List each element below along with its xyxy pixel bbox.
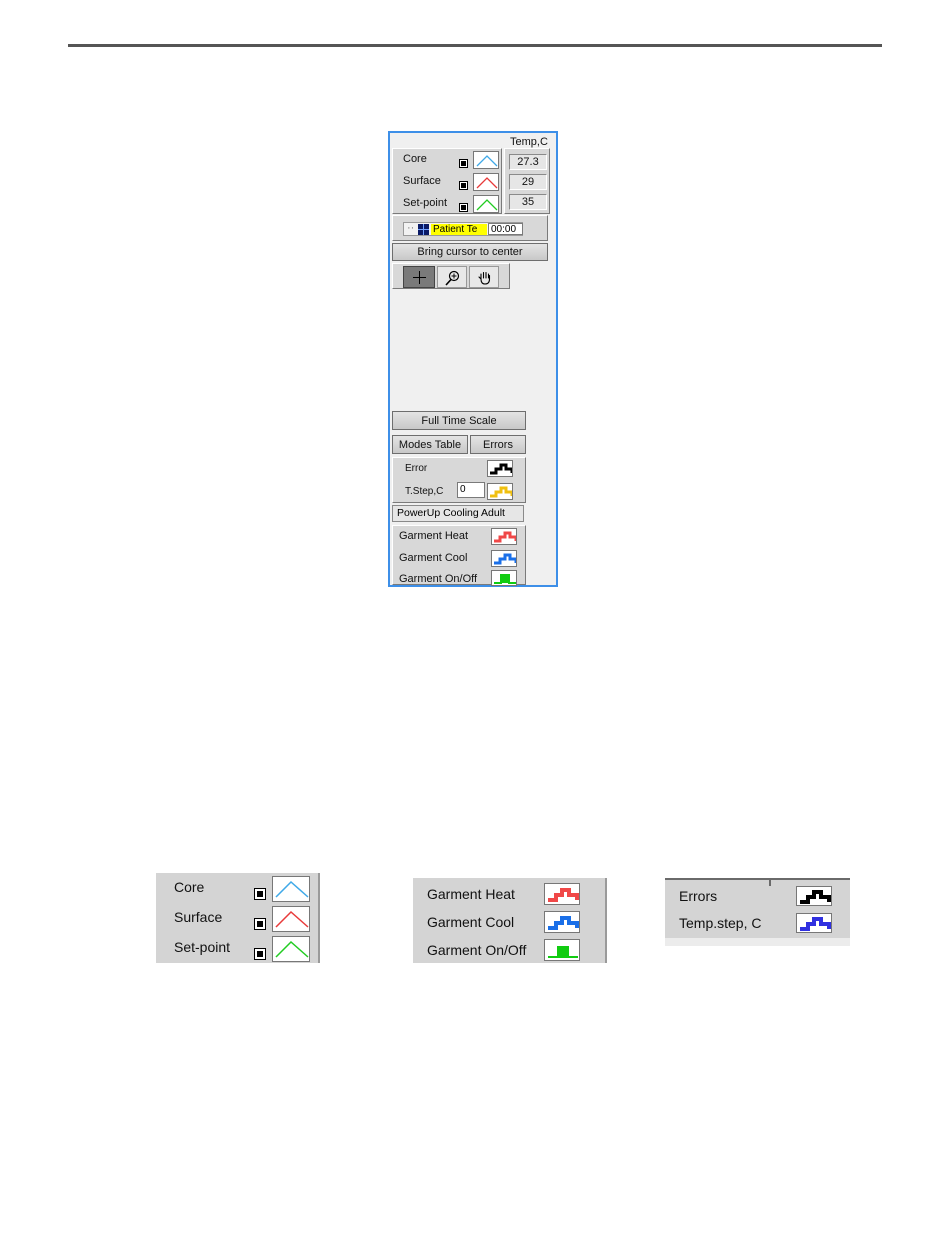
surface-plot-style-swatch[interactable] [473, 173, 499, 191]
zoom-tool-button[interactable] [437, 266, 467, 288]
error-label: Error [405, 463, 427, 474]
cursor-legend: ·· Patient Te 00:00 [392, 215, 548, 241]
core-visible-checkbox[interactable] [459, 159, 468, 168]
surface-line-swatch[interactable] [272, 906, 310, 932]
setpoint-line-swatch[interactable] [272, 936, 310, 962]
plot-label-setpoint: Set-point [403, 197, 447, 209]
cursor-name[interactable]: Patient Te [431, 224, 487, 235]
error-legend: Error T.Step,C 0 [392, 457, 526, 503]
garment-cool-label: Garment Cool [399, 552, 467, 564]
crosshair-tool-button[interactable] [403, 266, 435, 288]
garment-cool-swatch[interactable] [491, 550, 517, 567]
surface-checkbox[interactable] [254, 918, 266, 930]
full-time-scale-button[interactable]: Full Time Scale [392, 411, 526, 430]
modes-table-button[interactable]: Modes Table [392, 435, 468, 454]
garment-heat-label: Garment Heat [399, 530, 468, 542]
garment-legend-closeup: Garment Heat Garment Cool Garment On/Off [413, 878, 607, 963]
value-column: 27.3 29 35 [504, 148, 550, 214]
garment-cool-closeup-swatch[interactable] [544, 911, 580, 933]
garment-onoff-closeup-label: Garment On/Off [427, 942, 526, 958]
surface-value: 29 [509, 174, 547, 190]
errors-button[interactable]: Errors [470, 435, 526, 454]
setpoint-plot-style-swatch[interactable] [473, 195, 499, 213]
setpoint-visible-checkbox[interactable] [459, 203, 468, 212]
garment-onoff-closeup-swatch[interactable] [544, 939, 580, 961]
temp-header: Temp,C [510, 136, 548, 148]
legend-bottom-edge [665, 938, 850, 946]
errors-legend-closeup: Errors Temp.step, C [665, 878, 850, 946]
cursor-style-icon[interactable] [418, 224, 429, 235]
cursor-time-field[interactable]: 00:00 [488, 223, 523, 235]
setpoint-value: 35 [509, 194, 547, 210]
core-plot-style-swatch[interactable] [473, 151, 499, 169]
garment-onoff-swatch[interactable] [491, 570, 517, 586]
temp-legend-closeup: Core Surface Set-point [156, 873, 320, 963]
tool-palette [392, 263, 510, 289]
tempstep-closeup-label: Temp.step, C [679, 915, 761, 931]
cursor-row[interactable]: ·· Patient Te 00:00 [403, 222, 523, 236]
core-line-swatch[interactable] [272, 876, 310, 902]
plot-label-core: Core [403, 153, 427, 165]
pan-hand-tool-icon [477, 270, 493, 286]
tstep-value-field[interactable]: 0 [457, 482, 485, 498]
tempstep-closeup-swatch[interactable] [796, 913, 832, 933]
garment-heat-closeup-swatch[interactable] [544, 883, 580, 905]
plot-label-surface: Surface [403, 175, 441, 187]
core-checkbox[interactable] [254, 888, 266, 900]
bring-cursor-center-button[interactable]: Bring cursor to center [392, 243, 548, 261]
garment-heat-swatch[interactable] [491, 528, 517, 545]
setpoint-label: Set-point [174, 939, 230, 955]
tstep-label: T.Step,C [405, 486, 443, 497]
core-value: 27.3 [509, 154, 547, 170]
mode-status-label: PowerUp Cooling Adult [392, 505, 524, 522]
core-label: Core [174, 879, 204, 895]
header-rule [68, 44, 882, 47]
error-plot-swatch[interactable] [487, 460, 513, 477]
plot-legend: Core Surface Set-point [392, 148, 502, 214]
zoom-tool-icon [445, 270, 461, 286]
garment-heat-closeup-label: Garment Heat [427, 886, 515, 902]
pan-tool-button[interactable] [469, 266, 499, 288]
surface-visible-checkbox[interactable] [459, 181, 468, 190]
cursor-dots: ·· [407, 222, 414, 234]
setpoint-checkbox[interactable] [254, 948, 266, 960]
graph-control-panel: Temp,C Core Surface Set-point 27.3 29 35… [388, 131, 558, 587]
errors-closeup-label: Errors [679, 888, 717, 904]
garment-onoff-label: Garment On/Off [399, 573, 477, 585]
errors-closeup-swatch[interactable] [796, 886, 832, 906]
divider [769, 878, 771, 886]
crosshair-tool-icon [413, 271, 426, 284]
tstep-plot-swatch[interactable] [487, 483, 513, 500]
surface-label: Surface [174, 909, 222, 925]
garment-cool-closeup-label: Garment Cool [427, 914, 514, 930]
garment-legend: Garment Heat Garment Cool Garment On/Off [392, 525, 526, 585]
